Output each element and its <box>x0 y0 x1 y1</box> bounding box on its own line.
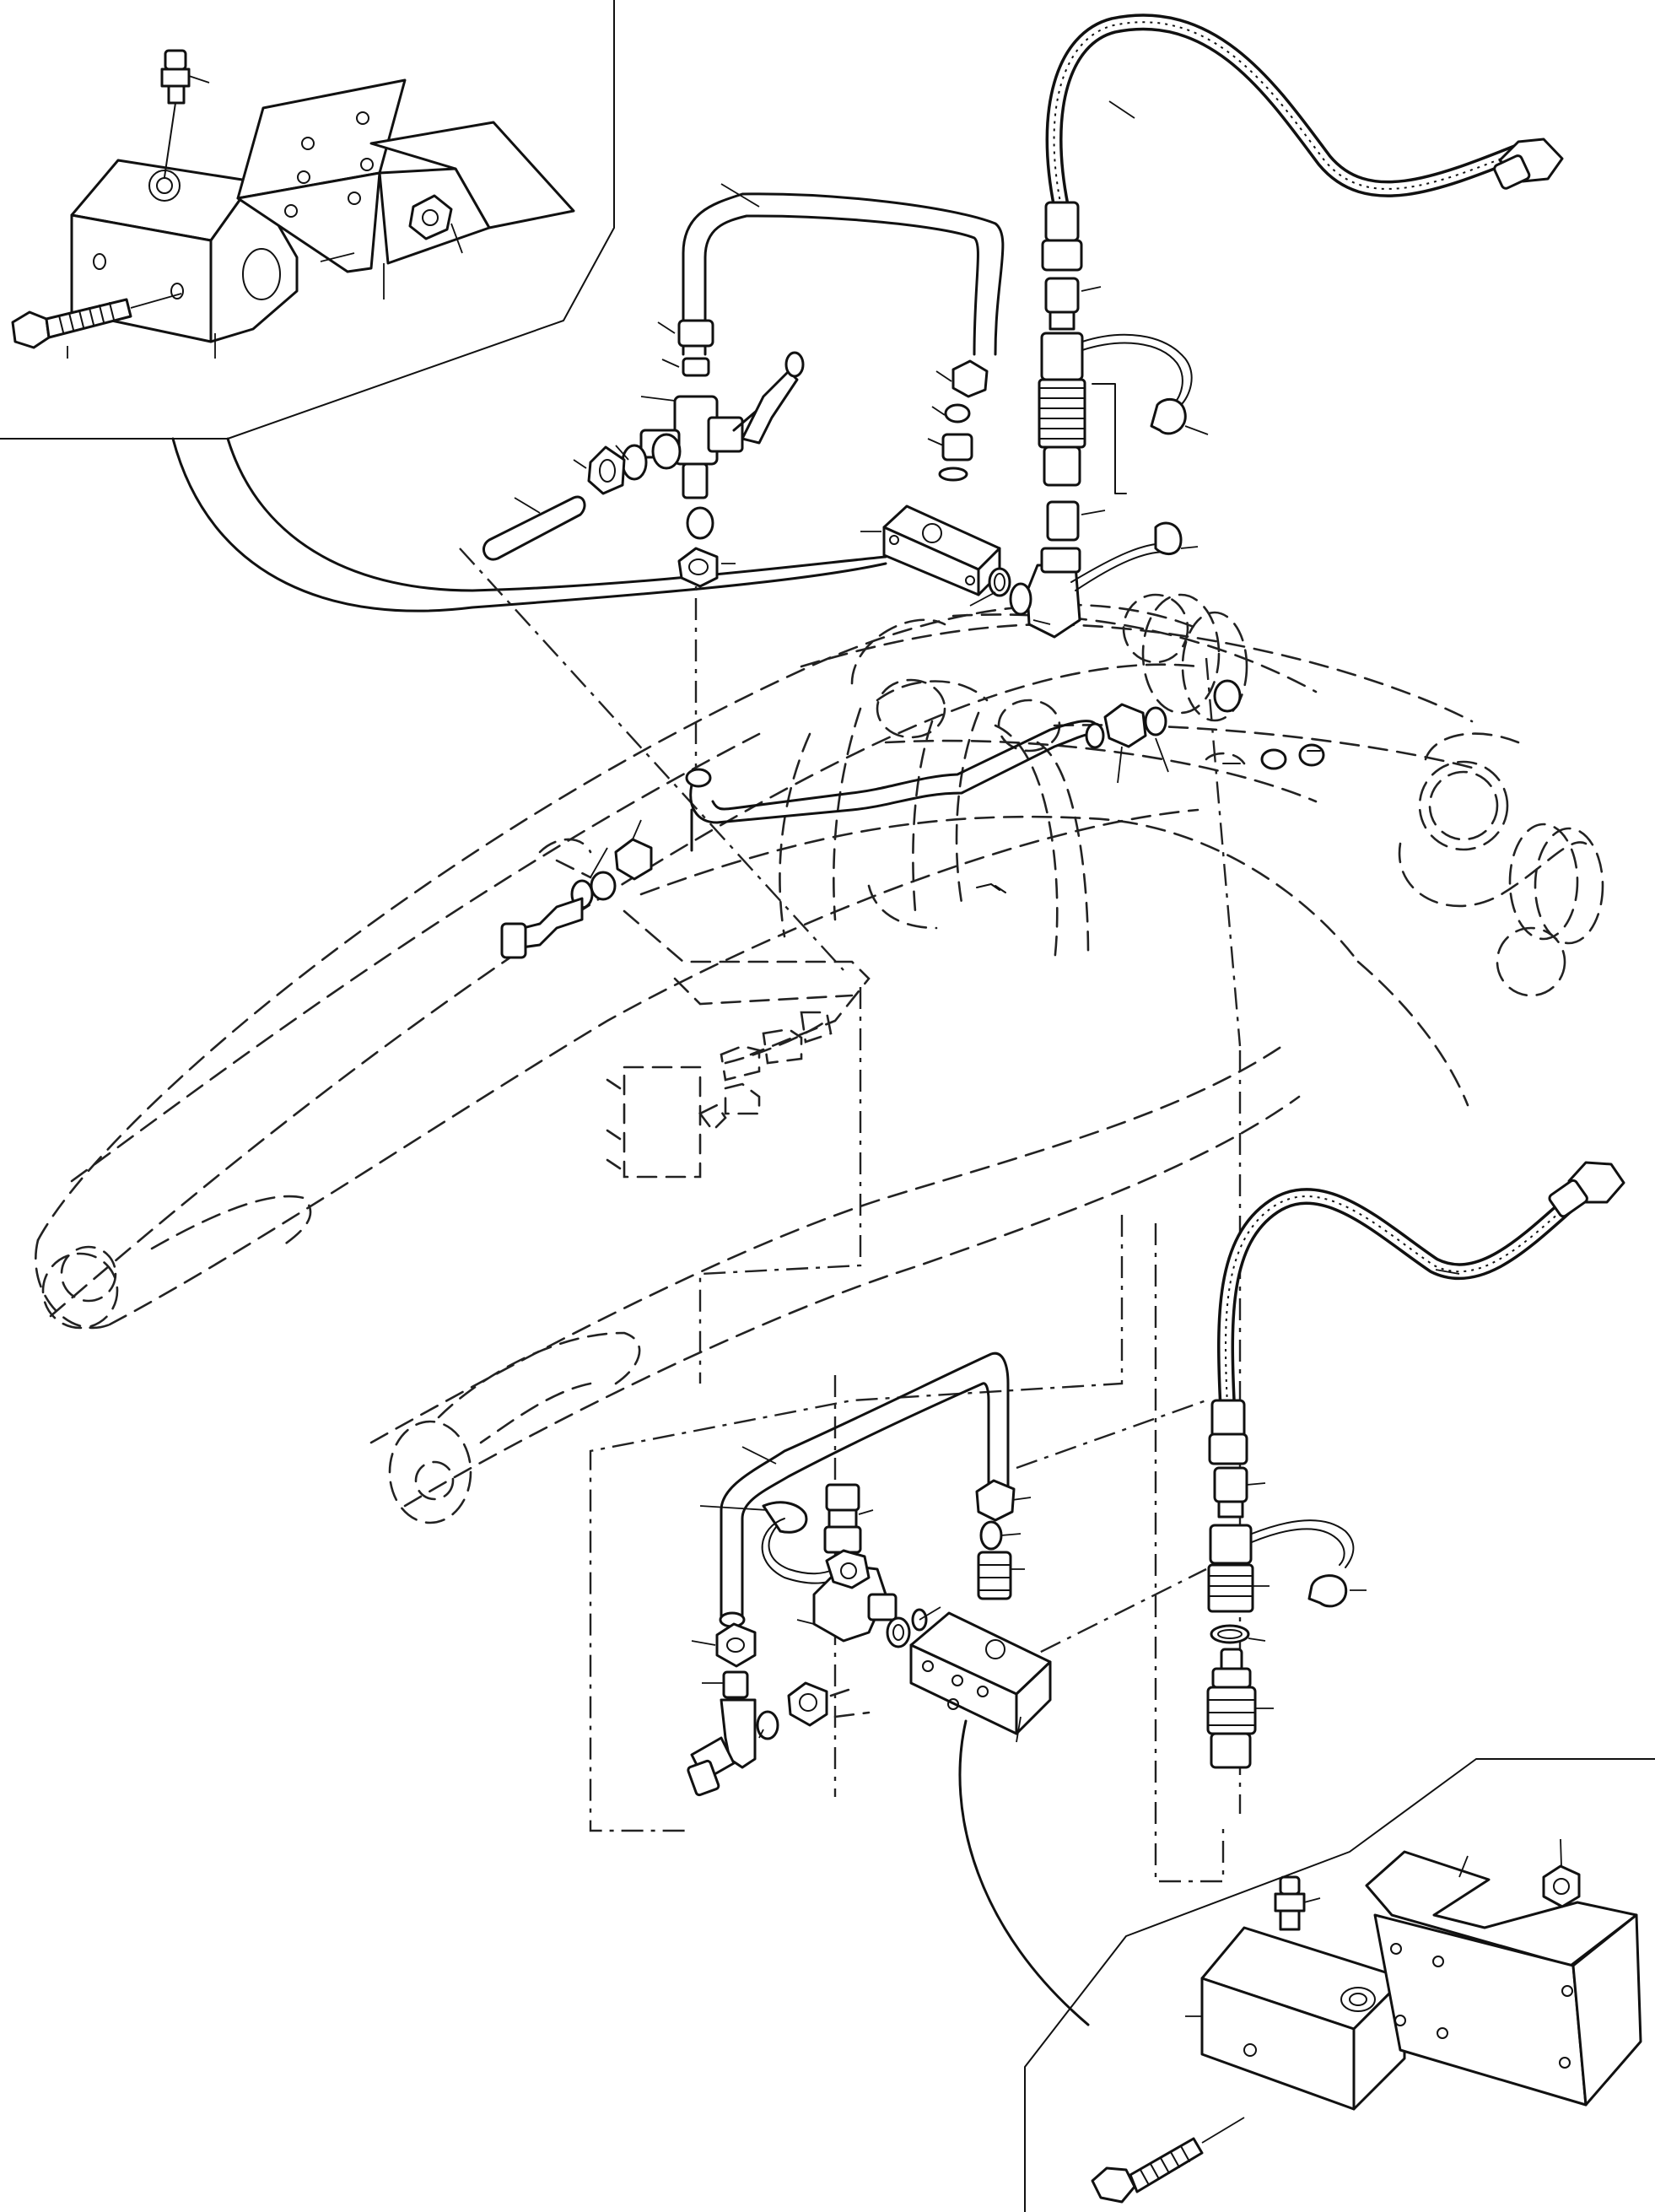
boom-upright-frame <box>779 678 1090 963</box>
quick-coupler-top <box>1038 277 1209 542</box>
bottom-right-inset-frame <box>1024 1758 1655 2212</box>
quick-coupler-lower <box>1207 1466 1367 1613</box>
elbow-fitting-top <box>1009 521 1199 639</box>
top-valve-fittings <box>573 433 682 495</box>
check-valve-lower <box>1206 1648 1274 1769</box>
lower-fittings-chain <box>886 1606 941 1648</box>
top-left-inset-frame <box>0 0 887 612</box>
hex-nut-bottom-right <box>1542 1838 1581 1908</box>
lower-steel-pipe <box>719 1351 1010 1628</box>
boom-pipe-mid <box>685 703 1169 824</box>
lower-left-fittings <box>687 1622 871 1797</box>
boom-fittings-left <box>500 819 653 959</box>
lower-adapter <box>699 1483 874 1554</box>
hex-nut-top-left <box>408 194 463 254</box>
hydraulic-hose-top <box>1041 13 1564 272</box>
mounting-block-bottom-right <box>1185 1926 1406 2111</box>
hydraulic-hose-lower <box>1208 1161 1625 1465</box>
tube-nut-right-top <box>927 359 989 482</box>
boom-pivot-right <box>1398 732 1604 997</box>
boom-fittings-right <box>1205 679 1325 770</box>
loader-boom-outline <box>35 603 1474 1330</box>
tube-nut-left-top <box>657 319 714 377</box>
ball-valve-top <box>639 351 805 499</box>
bolt-top-left <box>11 293 182 359</box>
grease-nipple-bottom-right <box>1274 1875 1321 1931</box>
distribution-block-lower <box>909 1611 1090 2026</box>
mounting-bracket-bottom-right <box>1365 1850 1642 2107</box>
lower-tube-nuts <box>975 1479 1032 1600</box>
o-ring-top <box>969 567 1011 607</box>
small-pin-marker <box>976 883 1006 893</box>
bolt-bottom-right <box>1091 2117 1245 2204</box>
boom-center-fittings <box>698 1011 833 1132</box>
top-steel-pipe <box>682 183 1005 852</box>
lower-tee-fitting <box>761 1518 898 1643</box>
leader-lines-top-left <box>214 252 385 359</box>
union-nut-lower-top <box>677 506 736 588</box>
cross-tube-upper <box>850 593 1318 803</box>
boom-lower-arm <box>150 1044 1301 1524</box>
short-hose-top <box>482 495 586 561</box>
grease-nipple-top-left <box>160 49 210 178</box>
o-ring-lower <box>1210 1624 1266 1644</box>
distribution-block-top <box>860 504 1001 596</box>
lower-boom-pipe-ghost <box>606 909 871 1179</box>
